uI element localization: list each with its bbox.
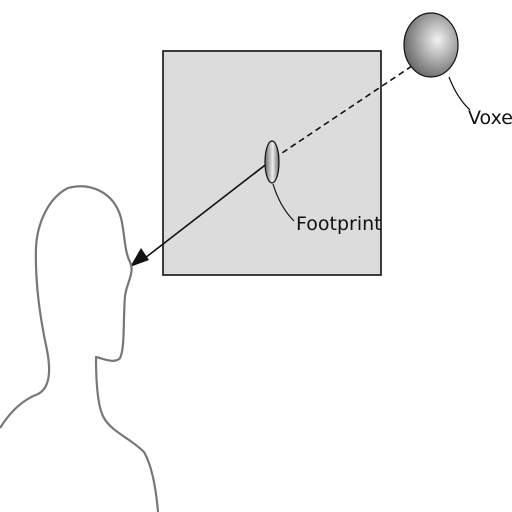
- viewer-head-outline: [0, 185, 160, 512]
- voxel-label: Voxel: [468, 107, 512, 129]
- voxel-leader-line: [448, 76, 471, 111]
- footprint-ellipse: [264, 140, 280, 184]
- footprint-leader-line: [272, 183, 295, 222]
- projection-ray-solid: [144, 158, 274, 259]
- voxel-sphere: [403, 12, 459, 78]
- arrow-head: [130, 248, 149, 267]
- projection-ray-dashed: [272, 65, 413, 160]
- footprint-label: Footprint: [296, 213, 382, 235]
